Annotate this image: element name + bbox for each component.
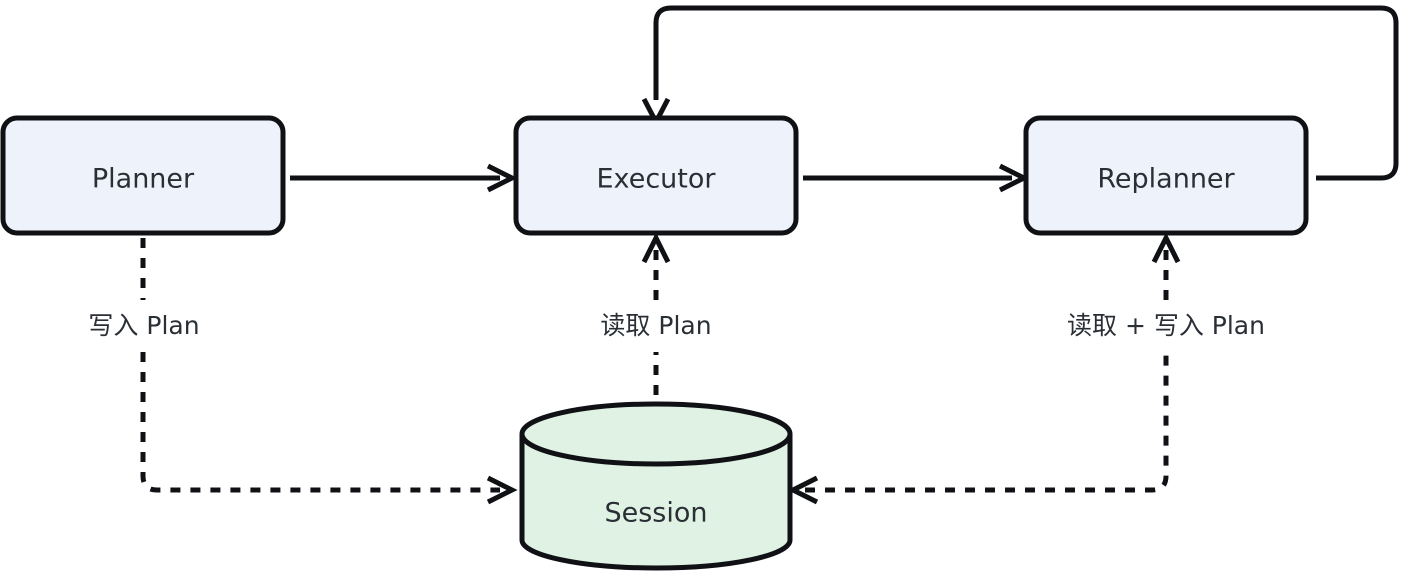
edge-planner-to-executor-arrowhead (486, 163, 518, 193)
edge-planner-to-executor (290, 163, 518, 193)
node-replanner-label: Replanner (1097, 164, 1235, 195)
edge-replanner-to-executor-loop-line (653, 5, 1399, 181)
edge-label-session-replanner: 读取 + 写入 Plan (1058, 308, 1274, 346)
edge-session-replanner-down-arrowhead (787, 475, 819, 505)
node-executor[interactable]: Executor (513, 115, 799, 236)
node-executor-shape[interactable] (513, 115, 799, 236)
node-executor-label: Executor (597, 164, 717, 195)
node-planner-shape[interactable] (0, 115, 286, 236)
edge-executor-to-replanner (803, 163, 1030, 193)
edge-session-replanner-up-arrowhead (1151, 232, 1181, 264)
edge-label-session-replanner-backdrop (1058, 308, 1274, 346)
node-planner-label: Planner (92, 164, 195, 195)
node-session-label: Session (604, 498, 707, 529)
edge-planner-to-session-line (140, 238, 500, 493)
edge-session-replanner-line (805, 250, 1169, 493)
node-session-top-ellipse[interactable] (519, 401, 793, 467)
node-replanner[interactable]: Replanner (1023, 115, 1309, 236)
node-planner[interactable]: Planner (0, 115, 286, 236)
edge-label-session-to-executor-text: 读取 Plan (600, 311, 711, 340)
edge-planner-to-session-arrowhead (486, 475, 518, 505)
edge-label-session-to-executor-backdrop (580, 308, 732, 346)
node-replanner-shape[interactable] (1023, 115, 1309, 236)
node-session-body[interactable] (519, 434, 793, 571)
edge-label-planner-to-session-text: 写入 Plan (88, 311, 199, 340)
edge-session-to-executor (641, 232, 671, 415)
edge-session-to-executor-arrowhead (641, 232, 671, 264)
edge-session-replanner (787, 232, 1181, 505)
edge-label-planner-to-session: 写入 Plan (68, 308, 220, 346)
node-session[interactable]: Session (519, 401, 793, 571)
edge-label-session-to-executor: 读取 Plan (580, 308, 732, 346)
edge-label-planner-to-session-backdrop (68, 308, 220, 346)
edge-planner-to-session (140, 238, 518, 505)
edge-label-session-replanner-text: 读取 + 写入 Plan (1067, 311, 1265, 340)
